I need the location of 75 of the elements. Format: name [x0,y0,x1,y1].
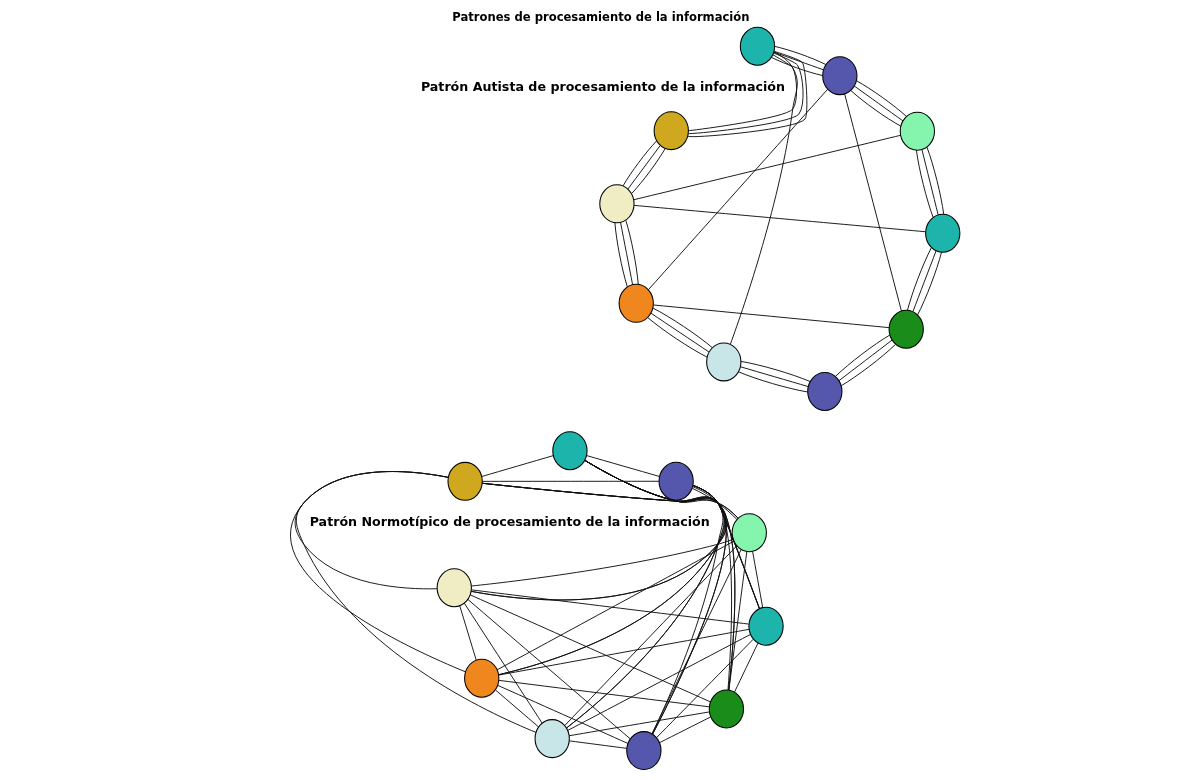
node-circle [888,309,924,349]
connector [651,549,742,735]
connector [564,545,738,726]
label: Patrón Autista de procesamiento de la información [420,79,785,95]
connector [752,550,764,608]
connector [459,605,477,661]
node-circle [599,184,635,224]
connector [728,551,748,691]
connector [652,304,890,329]
connector [481,480,660,482]
node-circle [925,213,961,253]
connector [740,360,811,383]
connector [620,222,634,286]
connector [497,684,629,744]
connector [498,679,710,708]
node-circle [739,26,776,66]
connector [921,149,939,216]
connector [740,366,809,388]
connector [907,247,932,311]
connector [917,251,942,316]
node-circle [822,56,858,96]
connector [633,134,902,201]
node-circle [534,719,570,759]
connector [469,594,711,703]
connector [625,219,639,285]
connector [471,538,734,587]
connector [647,88,829,291]
connector [470,589,750,625]
diagram-title: Patrones de procesamiento de la información [452,10,750,25]
connector [481,482,727,735]
connector [738,371,809,393]
connector [586,455,661,477]
connector [771,56,824,77]
node-circle [731,513,767,553]
label: Patrón Normotípico de procesamiento de la información [309,514,710,530]
connector [481,482,739,519]
node-circle [653,111,689,151]
connector [481,455,554,477]
node-circle [748,606,784,646]
node-circle [706,342,742,382]
connector [656,638,754,739]
connector [498,628,750,676]
node-circle [807,371,843,411]
connector [295,471,537,733]
connector [844,93,902,312]
connector [691,487,738,520]
node-circle [552,431,588,471]
connector [926,146,945,215]
connector [568,740,628,749]
connector [774,45,827,66]
connector [467,598,631,740]
connector [481,482,736,691]
connector [614,222,628,288]
node-circle [436,568,472,608]
node-circle [708,689,745,729]
connector [568,711,710,737]
connector [496,540,735,671]
connector [729,51,798,345]
connector [494,689,539,728]
connector [470,459,728,601]
node-circle [626,731,662,771]
connector [659,716,712,744]
node-circle [899,111,936,151]
node-circle [618,283,654,323]
node-circle [658,461,694,501]
connector [463,602,543,724]
connector [915,149,934,218]
connector [567,633,751,731]
node-circle [464,658,500,698]
connector [912,250,937,313]
connector [734,642,759,693]
connector [481,482,760,610]
connector [633,204,926,233]
connector [651,484,724,735]
node-circle [447,461,483,501]
